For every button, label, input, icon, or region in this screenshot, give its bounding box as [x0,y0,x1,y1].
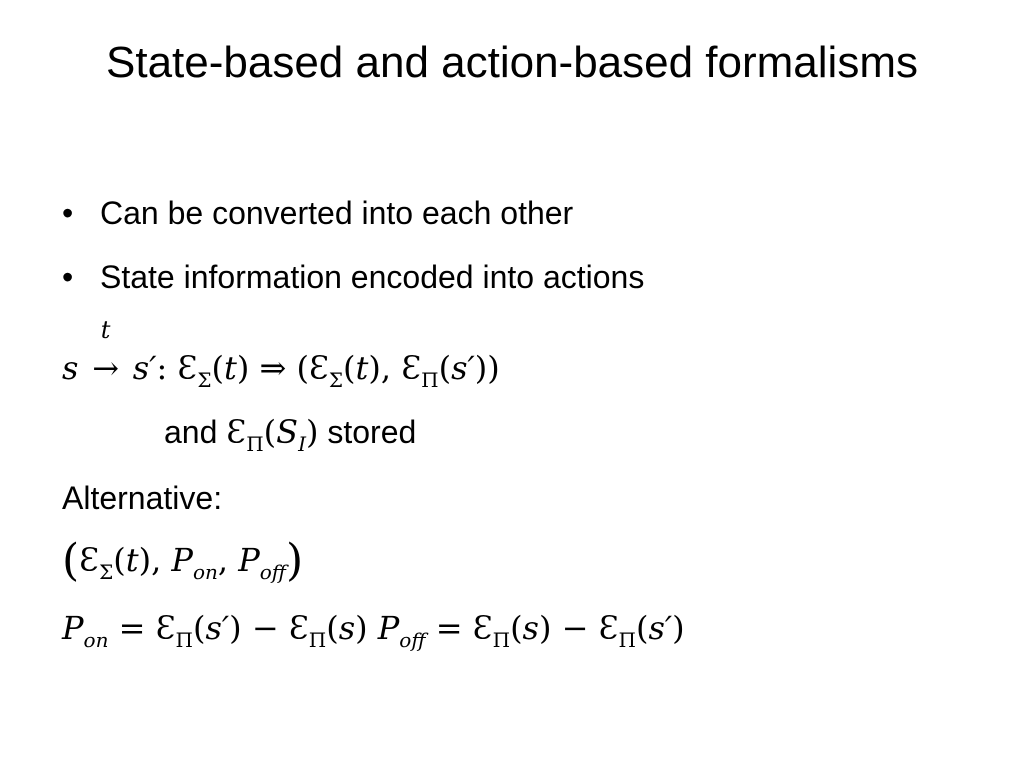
equals-glyph: = [118,609,146,647]
bullet-dot: • [62,195,74,231]
var-t: t [355,349,369,387]
encoding-E: Ɛ [472,609,493,647]
encoding-E: Ɛ [598,609,619,647]
minus-glyph: − [251,609,279,647]
arrow-label-t: t [100,316,111,344]
bullet-item: • State information encoded into actions [62,254,644,300]
sub-off: off [399,628,426,652]
sub-sigma: Σ [99,560,114,584]
encoding-E: Ɛ [226,413,247,451]
sub-off: off [259,560,286,584]
var-P: P [171,541,193,579]
equals-glyph: = [435,609,463,647]
sub-pi: Π [492,628,511,652]
encoding-E: Ɛ [401,349,422,387]
slide-title: State-based and action-based formalisms [106,38,918,87]
sub-sigma: Σ [328,368,344,392]
state-s-prime: s′ [451,349,475,387]
var-t: t [223,349,237,387]
implies-glyph: ⇒ [259,349,287,387]
sub-on: on [83,628,109,652]
sub-sigma: Σ [197,368,212,392]
transition-arrow: t → [89,316,123,390]
bullet-item: • Can be converted into each other [62,190,644,236]
sub-on: on [192,560,218,584]
sub-pi: Π [308,628,327,652]
encoding-E: Ɛ [79,541,100,579]
minus-glyph: − [561,609,589,647]
bullet-dot: • [62,259,74,295]
alternative-label: Alternative: [62,480,223,516]
sub-pi: Π [246,432,264,456]
sub-pi: Π [618,628,636,652]
var-t: t [125,541,139,579]
sub-pi: Π [421,368,439,392]
bullet-text: State information encoded into actions [100,259,645,295]
bullet-text: Can be converted into each other [100,195,574,231]
alternative-tuple: (ƐΣ(t), Pon, Poff) [62,535,304,586]
state-s: s [522,609,539,647]
encoding-E: Ɛ [177,349,198,387]
encoding-E: Ɛ [288,609,309,647]
colon: : [156,349,168,387]
stored-line: and ƐΠ(SI) stored [164,413,417,456]
state-s: s [338,609,356,647]
var-P: P [377,609,400,647]
encoding-E: Ɛ [155,609,176,647]
sub-pi: Π [175,628,193,652]
state-s-prime: s′ [648,609,673,647]
sub-I: I [298,432,306,456]
difference-equations: Pon = ƐΠ(s′) − ƐΠ(s) Poff = ƐΠ(s) − ƐΠ(s… [62,609,685,652]
var-S: S [276,413,299,451]
encoding-E: Ɛ [308,349,329,387]
var-P: P [238,541,260,579]
stored-text: stored [327,414,417,450]
transition-formula: s t → s′: ƐΣ(t) ⇒ (ƐΣ(t), ƐΠ(s′)) [62,316,500,392]
bullet-list: • Can be converted into each other • Sta… [62,190,644,318]
state-s-prime: s′ [205,609,230,647]
arrow-glyph: → [92,349,119,387]
and-text: and [164,414,218,450]
var-P: P [62,609,84,647]
state-s-prime: s′ [132,349,157,387]
state-s: s [62,349,79,387]
